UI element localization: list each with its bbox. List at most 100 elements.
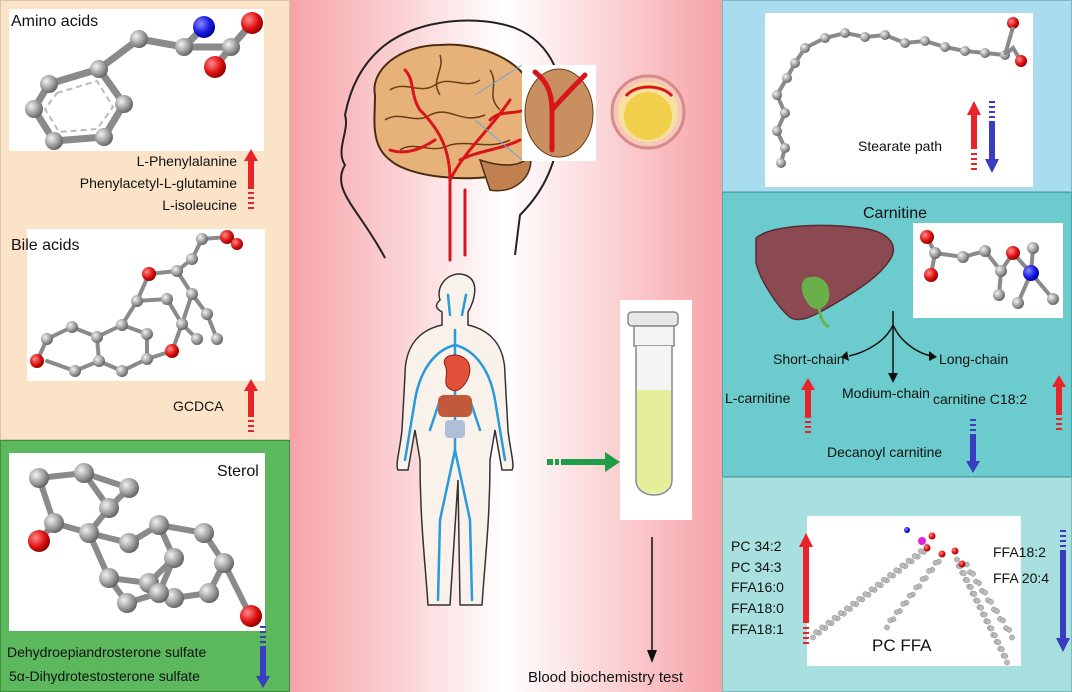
gcdca-structure (30, 230, 243, 377)
center-panel: Blood biochemistry test (290, 0, 722, 692)
carnitine-molecule (913, 223, 1063, 318)
sterol-item-2: 5α-Dihydrotestosterone sulfate (9, 668, 200, 684)
chain-atom (905, 557, 912, 564)
stearate-panel: Stearate path (722, 0, 1072, 192)
chain-atom (906, 592, 913, 599)
chain-atom (868, 586, 875, 593)
chain-atom (837, 610, 844, 616)
amino-item-2: Phenylacetyl-L-glutamine (79, 175, 237, 191)
chain-atom (976, 580, 982, 587)
chain-atom (810, 634, 816, 641)
chain-atom (1002, 653, 1009, 659)
chain-atom (887, 572, 893, 578)
carnitine-branch-arrows (841, 311, 937, 383)
sterol-item-1: Dehydroepiandrosterone sulfate (7, 644, 207, 660)
vessel-zoom-icon (524, 68, 594, 158)
chain-atom (982, 589, 988, 596)
pcffa-up-item-5: FFA18:1 (731, 621, 784, 637)
chain-atom (1000, 617, 1006, 624)
chain-atom (998, 646, 1005, 653)
chain-atom (932, 559, 939, 566)
chain-atom (994, 608, 1000, 615)
decanoyl-down-arrow-icon (966, 419, 980, 473)
green-arrow-icon (547, 452, 620, 472)
chain-atom (850, 600, 856, 607)
sterol-molecule (9, 453, 265, 631)
chain-atom (926, 568, 932, 574)
chain-atom (1009, 634, 1015, 641)
carnitine-panel: Carnitine Sh (722, 192, 1072, 477)
pcffa-up-item-1: PC 34:2 (731, 538, 782, 554)
chain-atom (900, 601, 907, 607)
stearate-molecule (765, 13, 1033, 187)
chain-atom (970, 570, 976, 577)
sterol-title: Sterol (217, 463, 259, 480)
pcffa-down-arrow-icon (1056, 530, 1070, 652)
chain-atom (874, 581, 881, 588)
chain-atom (974, 598, 981, 604)
chain-atom (995, 639, 1002, 646)
chain-atom (971, 591, 978, 597)
chain-atom (893, 567, 900, 574)
chain-atom (964, 577, 971, 584)
amino-up-arrow-icon (244, 149, 258, 209)
pcffa-up-item-4: FFA18:0 (731, 600, 784, 616)
sterol-down-arrow-icon (256, 626, 270, 688)
pcffa-up-item-2: PC 34:3 (731, 559, 782, 575)
chain-atom (844, 605, 850, 612)
chain-atom (819, 624, 826, 631)
sterol-panel: Sterol Dehydroepiandrosterone sulfate 5α… (0, 440, 290, 692)
gcdca-molecule (27, 229, 265, 381)
decanoyl-carnitine-label: Decanoyl carnitine (827, 444, 943, 460)
chain-atom (899, 562, 906, 569)
c182-up-arrow-icon (1052, 375, 1066, 430)
amino-bile-panel: Amino acids L-Phenylalanine Phenylacetyl… (0, 0, 290, 440)
carnitine-title: Carnitine (863, 205, 928, 222)
chain-atom (988, 625, 995, 632)
chain-atom (988, 598, 994, 605)
chain-atom (856, 595, 863, 602)
pcffa-label: PC FFA (872, 636, 932, 655)
chain-atom (1006, 626, 1012, 633)
amino-item-3: L-isoleucine (162, 197, 237, 213)
stearate-up-arrow-icon (967, 101, 981, 170)
chain-atom (919, 576, 926, 583)
short-chain-label: Short-chain (773, 351, 845, 367)
chain-atom (978, 604, 984, 611)
chain-atom (913, 584, 919, 591)
chain-atom (893, 609, 900, 615)
bile-up-arrow-icon (244, 379, 258, 432)
liver-icon (755, 224, 894, 329)
chain-atom (954, 556, 960, 563)
stearate-label: Stearate path (858, 138, 943, 154)
pcffa-structure (810, 527, 1015, 666)
carnitine-c182-label: carnitine C18:2 (933, 391, 1028, 407)
chain-atom (881, 576, 887, 583)
chain-atom (981, 611, 988, 618)
pcffa-panel: PC FFA PC 34:2 PC 34:3 FFA16:0 FFA18:0 F… (722, 477, 1072, 692)
stearate-structure (772, 17, 1027, 168)
carnitine-structure (920, 230, 1059, 309)
chain-atom (985, 618, 991, 625)
chain-atom (813, 629, 819, 635)
sterol-structure (28, 463, 262, 627)
bile-item-1: GCDCA (173, 398, 224, 414)
amino-acids-title: Amino acids (11, 13, 99, 30)
blood-test-label: Blood biochemistry test (528, 669, 684, 686)
pcffa-down-item-1: FFA18:2 (993, 544, 1046, 560)
phenylalanine-molecule (9, 9, 264, 151)
chain-atom (825, 619, 832, 626)
stearate-down-arrow-icon (985, 101, 999, 173)
chain-atom (961, 570, 967, 577)
amino-item-1: L-Phenylalanine (136, 153, 237, 169)
center-illustration (339, 19, 692, 663)
chain-atom (911, 553, 918, 559)
chain-atom (831, 615, 838, 621)
chain-atom (1004, 659, 1010, 666)
l-carnitine-up-arrow-icon (801, 378, 815, 433)
test-tube-icon (620, 300, 692, 520)
pcffa-up-arrow-icon (799, 533, 813, 644)
medium-chain-label: Modium-chain (842, 385, 930, 401)
chain-atom (884, 624, 890, 631)
phenylalanine-structure (25, 12, 263, 150)
